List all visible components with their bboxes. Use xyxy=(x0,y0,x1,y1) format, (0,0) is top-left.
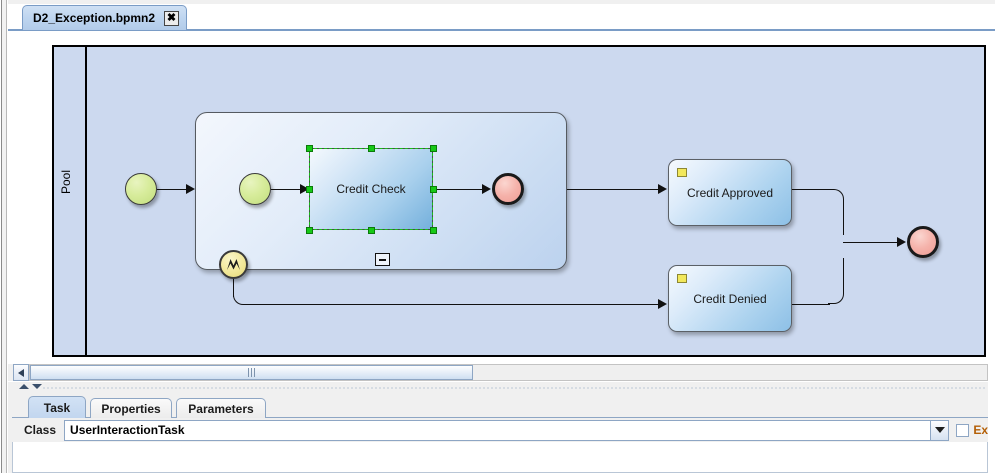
connector-arrowhead xyxy=(658,299,667,309)
bottom-tabs-underline xyxy=(12,417,988,418)
connector-innerstart-to-creditcheck xyxy=(271,189,304,190)
canvas-horizontal-scrollbar[interactable] xyxy=(8,363,988,381)
resize-handle-se[interactable] xyxy=(430,227,437,234)
resize-handle-s[interactable] xyxy=(368,227,375,234)
close-icon[interactable]: ✖ xyxy=(164,10,180,26)
properties-panel: Task Properties Parameters Class UserInt… xyxy=(8,392,988,473)
tab-label: Properties xyxy=(101,401,161,416)
start-event-outer[interactable] xyxy=(125,173,157,205)
tab-properties[interactable]: Properties xyxy=(90,398,172,418)
connector-arrowhead xyxy=(897,237,906,247)
connector-boundary-to-denied xyxy=(247,304,663,305)
connector-creditcheck-to-innerend xyxy=(437,189,486,190)
task-label: Credit Check xyxy=(336,182,406,196)
connector-arrowhead xyxy=(186,184,195,194)
connector-subprocess-to-approved xyxy=(567,189,663,190)
splitter-grip-dots xyxy=(42,386,986,389)
resize-handle-ne[interactable] xyxy=(430,145,437,152)
task-label: Credit Approved xyxy=(686,185,774,200)
task-credit-check[interactable]: Credit Check xyxy=(309,148,433,230)
connector-approved-vertical xyxy=(843,203,844,235)
resize-handle-nw[interactable] xyxy=(306,145,313,152)
document-tab-label: D2_Exception.bpmn2 xyxy=(33,11,156,25)
chevron-down-icon[interactable] xyxy=(930,420,949,440)
window-left-edge xyxy=(0,0,8,473)
connector-start-to-subprocess xyxy=(157,189,187,190)
splitter-collapse-up-icon[interactable] xyxy=(19,384,29,389)
task-credit-denied[interactable]: Credit Denied xyxy=(668,265,792,332)
task-form-body xyxy=(12,442,988,473)
connector-arrowhead xyxy=(658,184,667,194)
expression-checkbox[interactable] xyxy=(956,423,970,437)
task-form-row: Class UserInteractionTask Ex xyxy=(12,418,988,442)
connector-boundary-vertical xyxy=(233,279,234,297)
scrollbar-thumb[interactable] xyxy=(30,365,473,380)
class-combobox[interactable]: UserInteractionTask xyxy=(64,419,950,441)
connector-approved-out xyxy=(792,189,830,190)
pool-lane-divider xyxy=(85,47,87,355)
class-combobox-value: UserInteractionTask xyxy=(70,423,185,437)
boundary-error-event[interactable] xyxy=(219,250,248,279)
resize-handle-w[interactable] xyxy=(306,186,313,193)
scroll-left-button[interactable] xyxy=(13,364,29,381)
document-tabstrip: D2_Exception.bpmn2 ✖ xyxy=(8,0,995,31)
expression-checkbox-wrap[interactable]: Ex xyxy=(949,423,988,437)
connector-boundary-corner xyxy=(233,289,249,305)
task-type-marker-icon xyxy=(677,274,687,283)
resize-handle-e[interactable] xyxy=(430,186,437,193)
end-event-inner[interactable] xyxy=(492,173,524,205)
scrollbar-grip-icon xyxy=(248,368,255,377)
task-type-marker-icon xyxy=(677,168,687,177)
diagram-editor: Pool Credit Check xyxy=(8,31,995,361)
connector-arrowhead xyxy=(482,184,491,194)
connector-approved-corner xyxy=(828,189,844,205)
task-label: Credit Denied xyxy=(693,291,767,306)
tab-task[interactable]: Task xyxy=(28,396,86,418)
tab-label: Parameters xyxy=(188,401,254,416)
end-event-outer[interactable] xyxy=(907,226,939,258)
class-field-label: Class xyxy=(24,423,57,437)
subprocess-collapse-icon[interactable] xyxy=(375,253,390,266)
pool-label: Pool xyxy=(59,169,73,195)
task-credit-approved[interactable]: Credit Approved xyxy=(668,159,792,226)
connector-denied-vertical xyxy=(843,258,844,290)
error-bolt-icon xyxy=(227,259,240,270)
expression-checkbox-label: Ex xyxy=(973,423,988,437)
splitter-collapse-down-icon[interactable] xyxy=(32,384,42,389)
chevron-left-icon xyxy=(18,368,24,377)
tabstrip-underline xyxy=(8,29,995,31)
connector-arrowhead xyxy=(300,184,309,194)
connector-merge-to-end xyxy=(843,242,902,243)
tabstrip-top-line xyxy=(8,0,995,5)
document-tab-d2-exception[interactable]: D2_Exception.bpmn2 ✖ xyxy=(22,5,188,30)
start-event-inner[interactable] xyxy=(239,173,271,205)
tab-parameters[interactable]: Parameters xyxy=(176,398,266,418)
bpmn-canvas[interactable]: Pool Credit Check xyxy=(52,45,986,357)
connector-denied-corner xyxy=(828,288,844,304)
tab-label: Task xyxy=(43,400,71,415)
resize-handle-n[interactable] xyxy=(368,145,375,152)
connector-denied-out xyxy=(792,304,830,305)
resize-handle-sw[interactable] xyxy=(306,227,313,234)
